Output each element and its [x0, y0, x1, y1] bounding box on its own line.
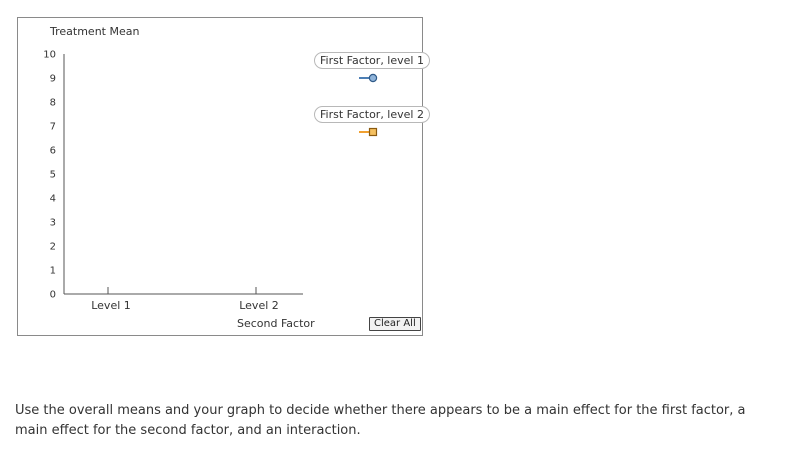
legend-item-first-factor-level-2[interactable]: First Factor, level 2 [314, 103, 430, 137]
blue-circle-marker-icon[interactable] [356, 73, 380, 83]
legend-item-first-factor-level-1[interactable]: First Factor, level 1 [314, 49, 430, 83]
y-axis-title: Treatment Mean [50, 25, 140, 38]
y-tick-label-9: 9 [50, 74, 56, 85]
y-tick-label-7: 7 [50, 122, 56, 133]
y-tick-label-3: 3 [50, 218, 56, 229]
interaction-graph-widget: Treatment Mean 0 1 2 3 4 5 6 7 8 9 10 Level 1 Leve… [17, 17, 430, 336]
clear-all-button[interactable]: Clear All [369, 317, 421, 331]
x-category-level-1: Level 1 [91, 299, 131, 312]
legend-label[interactable]: First Factor, level 2 [314, 106, 430, 123]
y-tick-label-5: 5 [50, 170, 56, 181]
y-tick-label-10: 10 [43, 50, 56, 61]
plot-area[interactable]: 0 1 2 3 4 5 6 7 8 9 10 [18, 18, 422, 335]
y-tick-label-4: 4 [50, 194, 56, 205]
orange-square-marker-icon[interactable] [356, 127, 380, 137]
y-tick-label-1: 1 [50, 266, 56, 277]
y-tick-label-6: 6 [50, 146, 56, 157]
question-text: Use the overall means and your graph to … [15, 403, 746, 438]
x-axis-title: Second Factor [237, 317, 315, 330]
y-tick-label-2: 2 [50, 242, 56, 253]
legend-label[interactable]: First Factor, level 1 [314, 52, 430, 69]
y-tick-label-0: 0 [50, 290, 56, 301]
x-category-level-2: Level 2 [239, 299, 279, 312]
y-tick-label-8: 8 [50, 98, 56, 109]
